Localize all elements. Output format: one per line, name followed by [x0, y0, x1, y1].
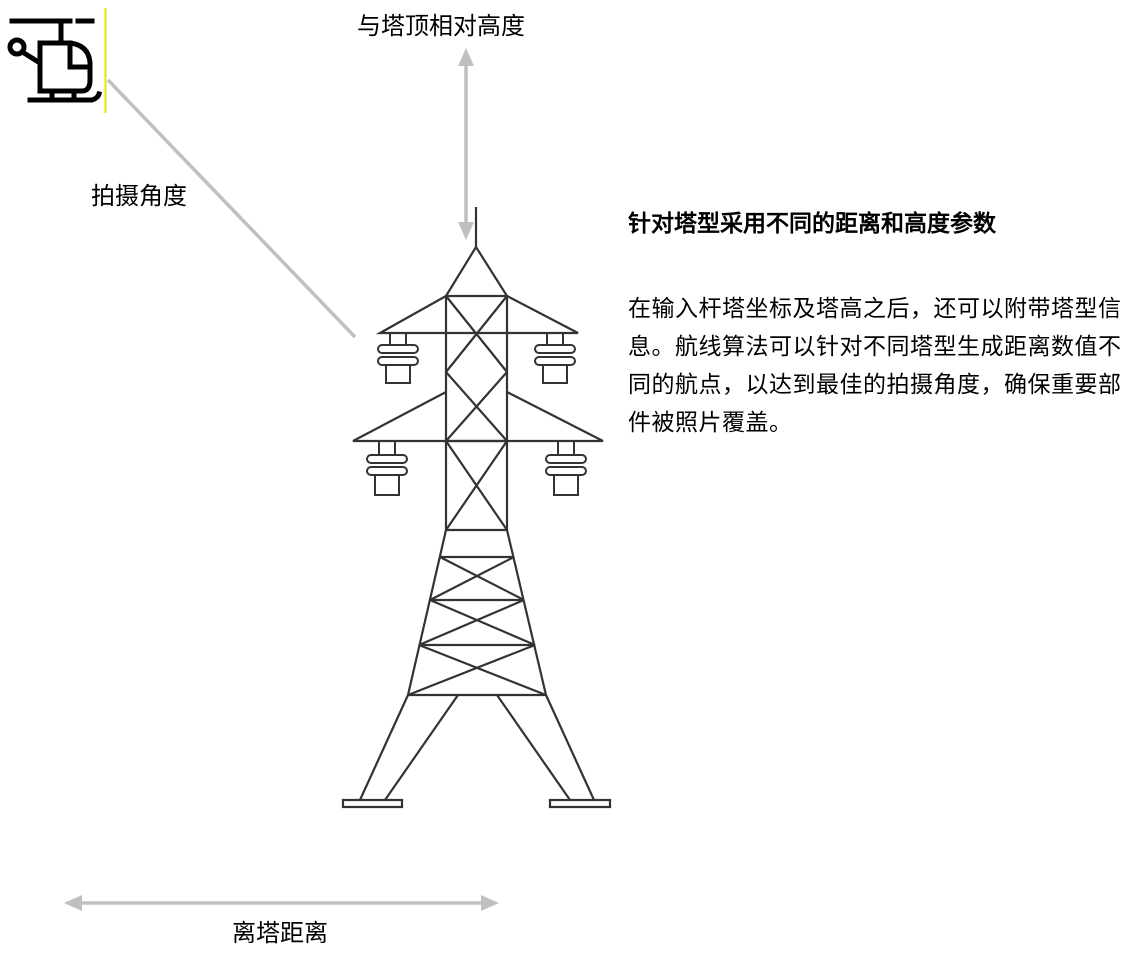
distance-label: 离塔距离 [232, 919, 328, 947]
distance-arrow [64, 895, 499, 911]
description-body: 在输入杆塔坐标及塔高之后，还可以附带塔型信息。航线算法可以针对不同塔型生成距离数… [628, 296, 1122, 436]
transmission-tower [341, 207, 612, 809]
helicopter-icon [7, 18, 103, 103]
insulators [366, 333, 587, 496]
insulator-lower-left [366, 441, 408, 496]
insulator-upper-right [534, 333, 576, 384]
description-title: 针对塔型采用不同的距离和高度参数 [628, 211, 996, 237]
insulator-lower-right [545, 441, 587, 496]
height-arrow [458, 48, 474, 240]
angle-label: 拍摄角度 [91, 182, 187, 210]
insulator-upper-left [377, 333, 419, 384]
angle-line [106, 78, 357, 339]
height-label: 与塔顶相对高度 [357, 12, 525, 40]
